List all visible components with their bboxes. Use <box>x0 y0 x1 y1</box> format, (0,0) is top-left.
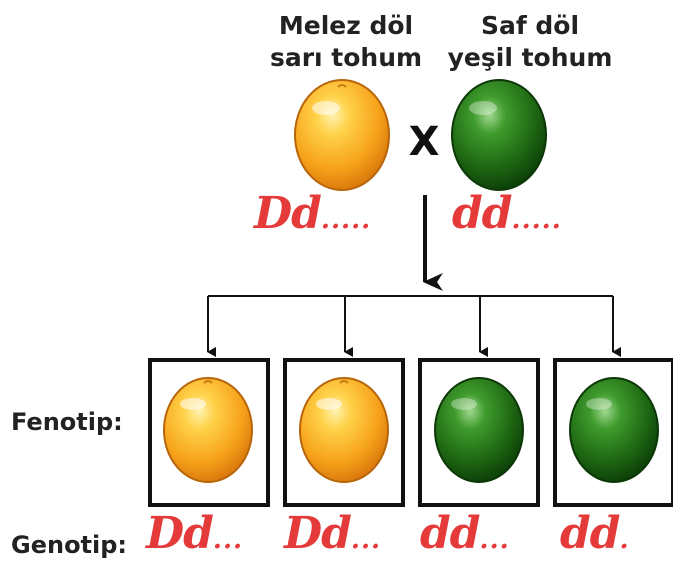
offspring-seed-4 <box>569 377 659 483</box>
offspring-genotype-3-dots: ... <box>479 525 510 555</box>
offspring-genotype-2: Dd... <box>284 508 381 559</box>
left-parent-genotype-dots: ..... <box>320 205 372 235</box>
right-parent-seed <box>451 79 547 191</box>
offspring-genotype-3-letters: dd <box>420 508 481 559</box>
offspring-seed-1 <box>163 377 253 483</box>
phenotype-label: Fenotip: <box>11 408 123 436</box>
offspring-genotype-4-letters: dd <box>560 508 621 559</box>
right-parent-label: Saf döl yeşil tohum <box>440 10 620 74</box>
left-parent-seed <box>294 79 390 191</box>
left-parent-label: Melez döl sarı tohum <box>256 10 436 74</box>
offspring-genotype-2-dots: ... <box>350 525 382 555</box>
right-parent-label-line2: yeşil tohum <box>447 43 613 72</box>
offspring-genotype-4-dots: . <box>619 525 630 555</box>
left-parent-genotype-letters: Dd <box>254 188 322 239</box>
right-parent-label-line1: Saf döl <box>480 11 580 40</box>
offspring-genotype-1-dots: ... <box>212 525 244 555</box>
left-parent-genotype: Dd..... <box>254 188 371 239</box>
offspring-seed-2 <box>299 377 389 483</box>
offspring-genotype-2-letters: Dd <box>284 508 352 559</box>
left-parent-label-line1: Melez döl <box>278 11 414 40</box>
genotype-label: Genotip: <box>11 531 128 559</box>
right-parent-genotype: dd..... <box>452 188 562 239</box>
offspring-genotype-1-letters: Dd <box>146 508 214 559</box>
right-parent-genotype-dots: ..... <box>511 205 562 235</box>
offspring-genotype-4: dd. <box>560 508 630 559</box>
offspring-seed-3 <box>434 377 524 483</box>
offspring-genotype-1: Dd... <box>146 508 243 559</box>
offspring-genotype-3: dd... <box>420 508 510 559</box>
left-parent-label-line2: sarı tohum <box>269 43 423 72</box>
cross-symbol: X <box>408 119 440 165</box>
right-parent-genotype-letters: dd <box>452 188 513 239</box>
